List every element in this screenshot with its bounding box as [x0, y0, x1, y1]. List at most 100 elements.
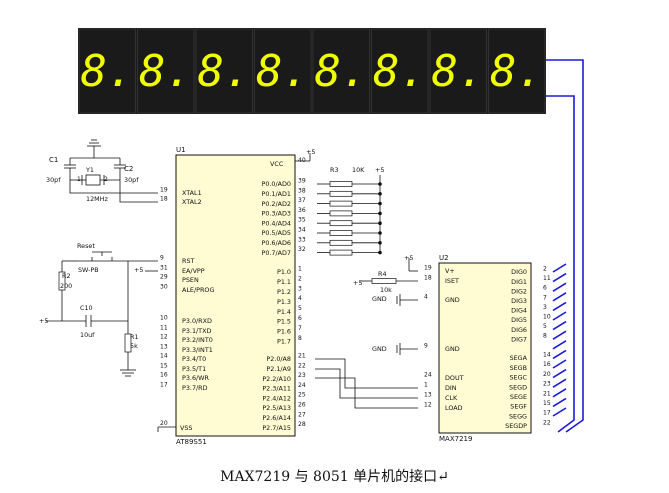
- u1-pin-rst: RST: [182, 257, 194, 265]
- u2-pin-number: 3: [543, 304, 547, 311]
- display-bus-line: [546, 59, 584, 433]
- r3-resistor: [329, 200, 353, 207]
- u1-pin-number: 33: [298, 236, 306, 243]
- u1-pin-number: 12: [160, 334, 168, 341]
- u1-pin-number: 14: [160, 353, 168, 360]
- u1-pin-number: 24: [298, 382, 306, 389]
- digit-cell: [371, 28, 429, 114]
- u1-pin-p0-6: P0.6/AD6: [261, 239, 291, 247]
- u2-pin-number: 21: [543, 390, 551, 397]
- u2-pin-number: 18: [424, 275, 432, 282]
- bus-entry: [552, 272, 567, 283]
- u2-pin-number: 22: [543, 419, 551, 426]
- u1-pin-p0-4: P0.4/AD4: [261, 219, 291, 227]
- u2-pin-number: 7: [543, 294, 547, 301]
- u1-pin-p2-3: P2.3/A11: [262, 385, 291, 393]
- bus-entry: [552, 292, 567, 302]
- u1-pin-number: 3: [298, 285, 302, 292]
- u2-pin-v-: V+: [445, 267, 455, 275]
- u2-ref-label: U2: [439, 254, 449, 262]
- y1-value: 12MHz: [86, 195, 108, 203]
- u1-pin-p0-5: P0.5/AD5: [261, 229, 291, 237]
- u1-pin-number: 10: [160, 315, 168, 322]
- r4-resistor: [371, 278, 397, 284]
- plus5-u2: +5: [404, 254, 413, 262]
- u1-pin-p1-6: P1.6: [277, 328, 291, 336]
- u1-pin-p1-4: P1.4: [277, 308, 291, 316]
- u1-pin-number: 4: [298, 295, 302, 302]
- u1-pin-p3-1-txd: P3.1/TXD: [182, 327, 211, 335]
- u1-vcc-label: VCC: [270, 160, 284, 168]
- u2-pin-segf: SEGF: [510, 403, 527, 411]
- r3-resistor: [329, 239, 353, 246]
- digit-glyph: 8.: [490, 46, 543, 97]
- u1-pin-p3-6-wr: P3.6/WR: [182, 374, 209, 382]
- u1-ref-label: U1: [176, 146, 186, 154]
- digit-cell: [78, 28, 136, 114]
- u1-pin-p0-0: P0.0/AD0: [261, 180, 291, 188]
- u1-pin-psen: PSEN: [182, 276, 199, 284]
- u1-pin-number: 17: [160, 382, 168, 389]
- u1-pin-p1-0: P1.0: [277, 268, 291, 276]
- u1-pin-p1-2: P1.2: [277, 288, 291, 296]
- display-bus-line: [546, 95, 575, 433]
- u1-pin-number: 8: [298, 335, 302, 342]
- r2-value: 200: [60, 282, 72, 290]
- digit-glyph: 8.: [315, 46, 368, 97]
- u1-pin-number: 38: [298, 187, 306, 194]
- u1-pin-number: 9: [160, 255, 164, 262]
- u1-pin-number: 2: [298, 275, 302, 282]
- digit-cell: [254, 28, 312, 114]
- u1-pin-xtal2: XTAL2: [182, 198, 202, 206]
- u1-pin-number: 21: [298, 353, 306, 360]
- u2-pin-dig5: DIG5: [511, 316, 527, 324]
- r3-label: R3: [330, 166, 339, 174]
- bus-entry: [552, 330, 567, 340]
- u2-pin-segb: SEGB: [510, 364, 527, 372]
- digit-glyph: 8.: [139, 46, 192, 97]
- u2-pin-number: 12: [424, 402, 432, 409]
- sw-label: SW-PB: [78, 266, 99, 274]
- u2-pin-segd: SEGD: [509, 383, 527, 391]
- bus-entry: [552, 397, 567, 408]
- c1-label: C1: [49, 156, 58, 164]
- u1-pin-p2-6: P2.6/A14: [262, 414, 291, 422]
- digit-cell: [312, 28, 370, 114]
- r3-resistor: [329, 190, 353, 197]
- u1-pin-number: 11: [160, 325, 168, 332]
- bus-entry: [552, 311, 567, 321]
- crystal-y1: [85, 174, 101, 186]
- u1-chip-body: [175, 154, 296, 437]
- digit-glyph: 8.: [81, 46, 134, 97]
- figure-caption: MAX7219 与 8051 单片机的接口↵: [220, 469, 449, 485]
- u2-pin-number: 10: [543, 314, 551, 321]
- u2-pin-dig3: DIG3: [511, 297, 527, 305]
- bus-entry: [552, 407, 567, 417]
- u2-pin-gnd: GND: [445, 345, 460, 353]
- u1-pin-p3-4-t0: P3.4/T0: [182, 355, 206, 363]
- u2-pin-segg: SEGG: [509, 412, 527, 420]
- y1-pin2: 2: [104, 176, 108, 183]
- u1-pin-p0-7: P0.7/AD7: [261, 249, 291, 257]
- r3-resistor: [329, 181, 353, 187]
- u1-pin-p2-4: P2.4/A12: [262, 394, 291, 402]
- plus5-r3: +5: [375, 166, 384, 174]
- u1-pin-p2-1: P2.1/A9: [266, 365, 291, 373]
- u1-pin-p3-5-t1: P3.5/T1: [182, 365, 206, 373]
- bus-entry: [552, 388, 567, 398]
- digit-glyph: 8.: [373, 46, 426, 97]
- u2-pin-number: 2: [543, 266, 547, 273]
- reset-label: Reset: [77, 242, 95, 250]
- digit-cell: [429, 28, 487, 114]
- r3-value: 10K: [352, 166, 365, 174]
- bus-entry: [552, 378, 567, 388]
- r3-resistor: [329, 249, 353, 256]
- u1-pin-p3-0-rxd: P3.0/RXD: [182, 317, 212, 325]
- u2-pin-number: 19: [424, 265, 432, 272]
- u1-pin-xtal1: XTAL1: [182, 189, 202, 197]
- r2-label: R2: [62, 272, 71, 280]
- u1-vcc-pin: 40: [298, 157, 306, 164]
- u2-pin-number: 8: [543, 333, 547, 340]
- u1-pin-number: 39: [298, 178, 306, 185]
- xtal1-wire: [69, 180, 158, 194]
